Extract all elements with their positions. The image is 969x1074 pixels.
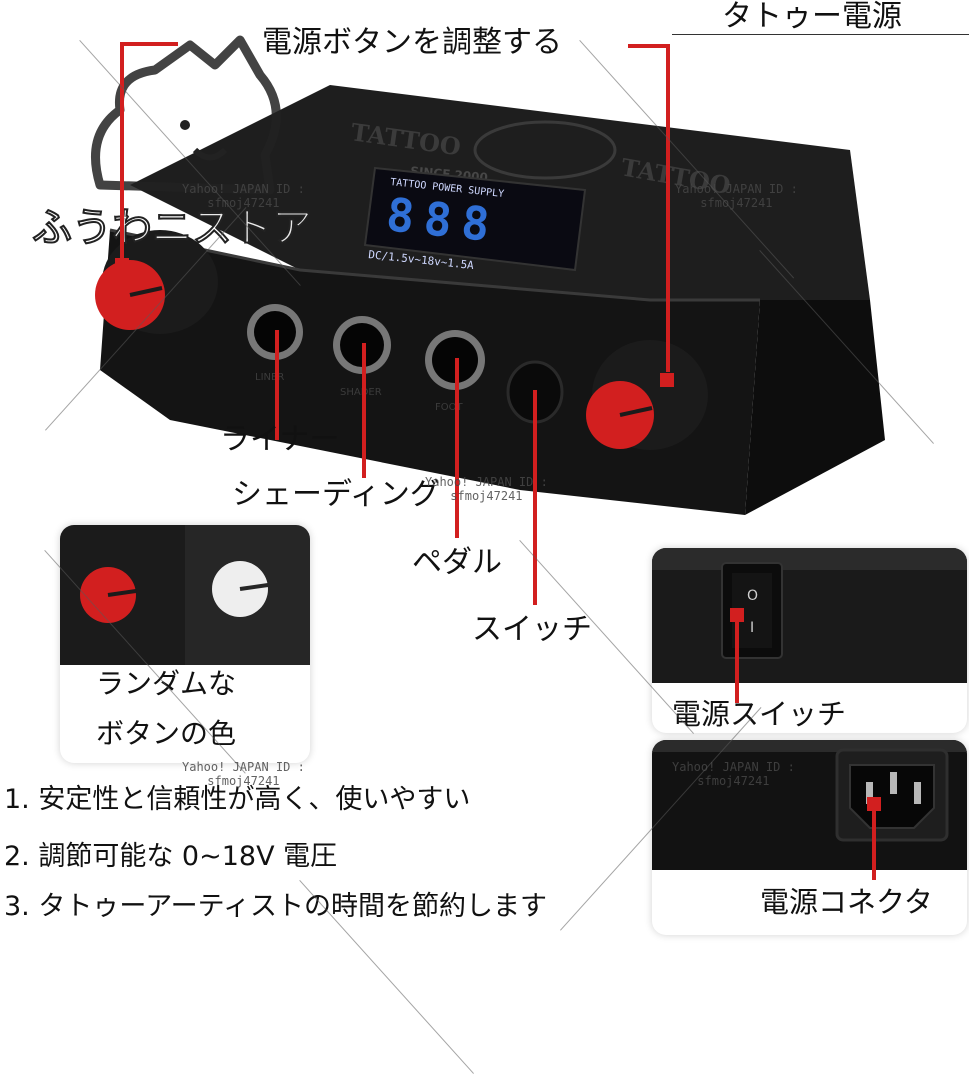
label-adjust-button: 電源ボタンを調整する (262, 25, 562, 60)
callout-shading (362, 343, 366, 478)
callout-liner (275, 330, 279, 440)
watermark-1: Yahoo! JAPAN ID :sfmoj47241 (182, 182, 305, 210)
left-knob-marker (115, 258, 129, 272)
knob-color-variants (60, 525, 310, 665)
rocker-mark-on: I (750, 620, 754, 636)
port-label-shader: SHADER (340, 387, 382, 398)
watermark-2: Yahoo! JAPAN ID :sfmoj47241 (675, 182, 798, 210)
random-color-panel: ランダムな ボタンの色 (60, 525, 310, 763)
port-label-liner: LINER (255, 372, 284, 383)
watermark-3: Yahoo! JAPAN ID :sfmoj47241 (425, 475, 548, 503)
power-switch-panel: O I 電源スイッチ (652, 548, 967, 733)
callout-pedal (455, 358, 459, 538)
callout-right-knob-h (628, 44, 670, 48)
callout-left-knob-h (120, 42, 178, 46)
label-pedal: ペダル (412, 545, 502, 580)
top-title: タトゥー電源 (722, 0, 902, 34)
rocker-mark-off: O (747, 588, 758, 604)
feature-2: 2. 調節可能な 0~18V 電圧 (4, 841, 338, 872)
callout-left-knob-v (120, 42, 124, 264)
power-connector-panel: 電源コネクタ (652, 740, 967, 935)
callout-power-connector (872, 808, 876, 880)
label-power-switch: 電源スイッチ (672, 697, 847, 731)
power-switch-marker (730, 608, 744, 622)
label-shading: シェーディング (232, 477, 440, 512)
callout-switch (533, 390, 537, 605)
feature-1: 1. 安定性と信頼性が高く、使いやすい (4, 784, 471, 815)
label-random-color-2: ボタンの色 (96, 717, 237, 750)
display-digits: 888 (384, 187, 502, 253)
power-connector-marker (867, 797, 881, 811)
right-knob-marker (660, 373, 674, 387)
label-power-connector: 電源コネクタ (760, 885, 933, 919)
feature-3: 3. タトゥーアーティストの時間を節約します (4, 891, 548, 922)
label-liner: ライナー (220, 422, 340, 457)
store-logo-icon (91, 35, 281, 195)
power-supply-photo: TATTOO TATTOO SINCE 2000 TATTOO POWER SU… (95, 85, 885, 515)
rocker-switch-photo: O I (652, 548, 967, 683)
power-connector-photo (652, 740, 967, 870)
port-label-foot: FOOT (435, 402, 463, 413)
label-switch: スイッチ (472, 612, 592, 647)
store-logo-text: ふうわニストア (31, 205, 313, 251)
watermark-4: Yahoo! JAPAN ID :sfmoj47241 (182, 760, 305, 788)
title-underline (672, 34, 969, 35)
callout-power-switch (735, 618, 739, 703)
callout-right-knob-v (666, 44, 670, 372)
